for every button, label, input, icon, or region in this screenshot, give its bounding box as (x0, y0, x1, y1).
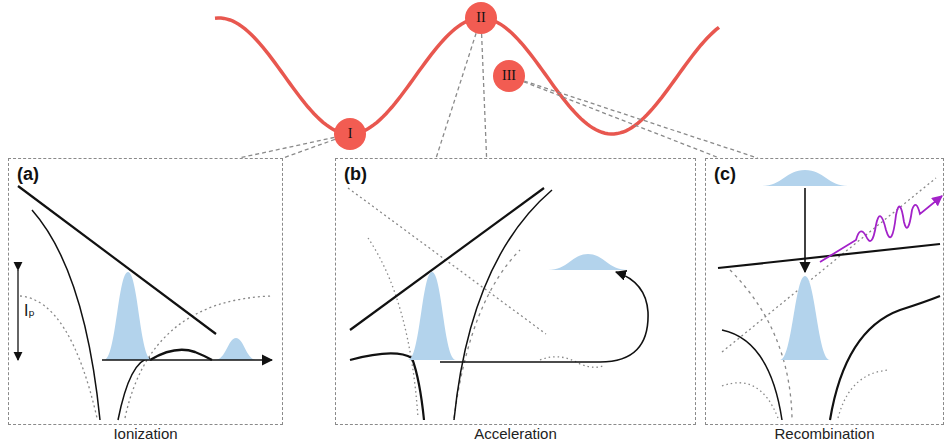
recombination-sketch (718, 170, 942, 420)
zoom-connector (436, 33, 487, 158)
phase-numeral: I (348, 126, 353, 142)
laser-field-wave (215, 18, 719, 134)
step-caption: Ionization (9, 425, 282, 442)
panel-tag: (b) (344, 164, 367, 185)
step-caption: Recombination (706, 425, 943, 442)
phase-marker: I (334, 118, 366, 150)
step-caption: Acceleration (336, 425, 695, 442)
acceleration-sketch (348, 188, 648, 420)
zoom-connector (524, 81, 758, 158)
step-panel: (a)Ionization (8, 158, 283, 425)
phase-marker: III (493, 60, 525, 92)
step-panel: (c)Recombination (705, 158, 944, 425)
ionization-sketch (18, 186, 272, 420)
panel-tag: (c) (714, 164, 736, 185)
energy-label: Iₚ (24, 302, 35, 320)
phase-numeral: III (502, 68, 516, 84)
panel-tag: (a) (17, 164, 39, 185)
zoom-connector (239, 137, 335, 158)
phase-marker: II (465, 2, 497, 34)
phase-numeral: II (476, 10, 485, 26)
step-panel: (b)Acceleration (335, 158, 696, 425)
